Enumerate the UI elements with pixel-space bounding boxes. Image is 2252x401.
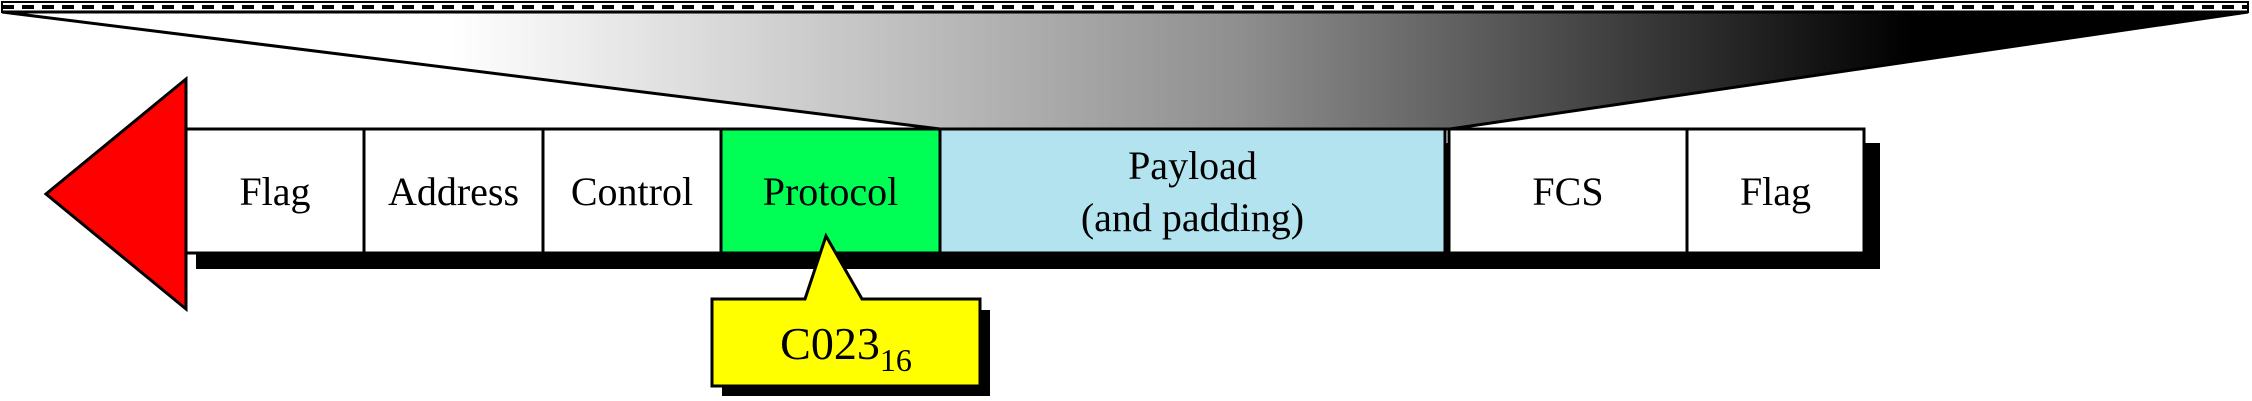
field-label-payload: Payload(and padding) [1081,143,1304,240]
expansion-fan [1,10,2249,131]
field-label-address: Address [388,169,519,214]
left-arrow-icon [43,75,188,313]
field-label-control: Control [571,169,693,214]
field-flag-end [1685,127,1866,255]
field-label-flag-start: Flag [239,169,310,214]
frame-fields: Flag Address Control Protocol Payload(and pa… [184,127,1866,255]
field-label-protocol: Protocol [763,169,899,214]
field-address [362,127,545,255]
protocol-value-callout [710,232,982,388]
field-flag-start [184,127,366,255]
field-label-flag-end: Flag [1740,169,1811,214]
field-payload [938,127,1447,255]
field-label-fcs: FCS [1532,169,1603,214]
protocol-value: C02316 [780,318,912,378]
